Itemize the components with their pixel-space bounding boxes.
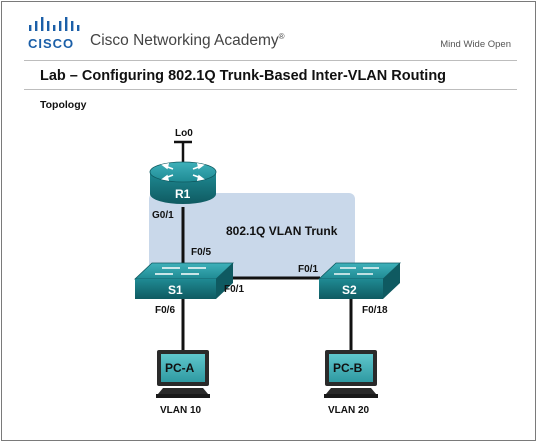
header-divider bbox=[24, 60, 517, 61]
trunk-area bbox=[149, 193, 355, 279]
pc-a-name: PC-A bbox=[165, 361, 195, 375]
cisco-bars-icon bbox=[29, 17, 80, 31]
s2-trunk-port: F0/1 bbox=[298, 264, 318, 275]
page-header: CISCO Cisco Networking Academy® Mind Wid… bbox=[2, 2, 537, 64]
tagline: Mind Wide Open bbox=[440, 39, 511, 50]
academy-name: Cisco Networking Academy bbox=[90, 32, 279, 50]
pc-b-name: PC-B bbox=[333, 361, 363, 375]
pc-b-vlan: VLAN 20 bbox=[328, 405, 370, 416]
section-heading: Topology bbox=[40, 99, 87, 111]
router-port-label: G0/1 bbox=[152, 210, 174, 221]
switch-s1-icon bbox=[133, 262, 235, 299]
switch-s2-name: S2 bbox=[342, 283, 357, 297]
trunk-label: 802.1Q VLAN Trunk bbox=[226, 224, 338, 238]
s2-access-port: F0/18 bbox=[362, 305, 388, 316]
academy-title: Cisco Networking Academy® bbox=[90, 32, 285, 50]
lab-title: Lab – Configuring 802.1Q Trunk-Based Int… bbox=[40, 68, 447, 84]
s1-trunk-port: F0/1 bbox=[224, 284, 244, 295]
router-r1-icon bbox=[149, 161, 217, 204]
loopback-label: Lo0 bbox=[175, 128, 193, 139]
pc-b-icon bbox=[324, 350, 378, 398]
switch-s2-icon bbox=[317, 262, 402, 299]
switch-s1-name: S1 bbox=[168, 283, 183, 297]
pc-a-icon bbox=[156, 350, 210, 398]
pc-a-vlan: VLAN 10 bbox=[160, 405, 202, 416]
registered-mark: ® bbox=[278, 32, 285, 41]
title-divider bbox=[24, 89, 517, 90]
cisco-wordmark: CISCO bbox=[28, 36, 75, 51]
s1-access-port: F0/6 bbox=[155, 305, 175, 316]
cisco-logo: CISCO bbox=[28, 16, 82, 51]
router-name: R1 bbox=[175, 187, 191, 201]
s1-uplink-port: F0/5 bbox=[191, 247, 211, 258]
